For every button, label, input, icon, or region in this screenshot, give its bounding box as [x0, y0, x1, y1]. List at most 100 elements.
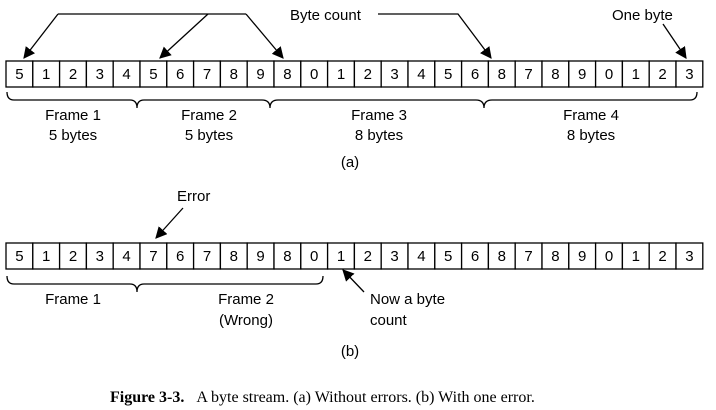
- b-byte-cell: [353, 242, 382, 270]
- a-byte-cell: [219, 60, 248, 88]
- a-byte-cell: [58, 60, 88, 88]
- b-byte-value: 8: [498, 248, 506, 265]
- frame1-name-b: Frame 1: [45, 291, 101, 308]
- a-byte-cell: [594, 60, 624, 88]
- caption-figure-number: Figure 3-3.: [110, 389, 184, 406]
- b-byte-cell: [594, 242, 624, 270]
- b-byte-value: 0: [310, 248, 318, 265]
- b-byte-cell: [112, 242, 141, 270]
- b-byte-value: 8: [551, 248, 559, 265]
- b-byte-cell: [300, 242, 329, 270]
- arrow-count-5-to-frame2: [23, 13, 59, 59]
- a-byte-cell: [326, 60, 356, 88]
- now-byte-count-label-line2: count: [370, 312, 408, 329]
- figure-caption: Figure 3-3. A byte stream. (a) Without e…: [110, 389, 535, 406]
- a-byte-value: 8: [283, 66, 291, 83]
- a-byte-value: 4: [417, 66, 425, 83]
- a-byte-value: 8: [498, 66, 506, 83]
- a-byte-value: 8: [551, 66, 559, 83]
- error-label: Error: [177, 188, 210, 205]
- b-byte-value: 9: [578, 248, 586, 265]
- frame2-bracket-b: [144, 275, 324, 285]
- a-byte-cell: [300, 60, 329, 88]
- b-byte-value: 3: [685, 248, 693, 265]
- b-byte-value: 0: [605, 248, 613, 265]
- a-byte-cell: [353, 60, 382, 88]
- now-byte-count-pointer: [342, 269, 365, 293]
- b-byte-value: 4: [417, 248, 425, 265]
- a-byte-value: 1: [632, 66, 640, 83]
- b-byte-cell: [326, 242, 356, 270]
- frame4-size-a: 8 bytes: [567, 127, 615, 144]
- b-byte-cell: [5, 242, 34, 270]
- b-byte-cell: [434, 242, 463, 270]
- a-byte-value: 4: [122, 66, 130, 83]
- b-byte-value: 3: [96, 248, 104, 265]
- b-byte-value: 6: [471, 248, 479, 265]
- b-byte-value: 4: [122, 248, 130, 265]
- a-byte-value: 6: [176, 66, 184, 83]
- a-byte-value: 5: [15, 66, 23, 83]
- b-byte-value: 9: [256, 248, 264, 265]
- a-byte-cell: [112, 60, 141, 88]
- b-byte-cell: [675, 242, 704, 270]
- frame3-size-a: 8 bytes: [355, 127, 403, 144]
- b-byte-cell: [219, 242, 248, 270]
- now-byte-count-label-line1: Now a byte: [370, 291, 445, 308]
- byte-count-pointer: [378, 13, 492, 59]
- b-byte-value: 7: [203, 248, 211, 265]
- a-byte-cell: [32, 60, 61, 88]
- byte-count-label: Byte count: [290, 7, 362, 24]
- a-byte-cell: [5, 60, 34, 88]
- frame-brackets-a: [6, 91, 698, 109]
- one-byte-label: One byte: [612, 7, 673, 24]
- b-byte-value: 6: [176, 248, 184, 265]
- b-byte-value: 2: [69, 248, 77, 265]
- a-byte-value: 9: [578, 66, 586, 83]
- a-byte-cell: [675, 60, 704, 88]
- a-byte-cell: [487, 60, 516, 88]
- b-byte-value: 3: [390, 248, 398, 265]
- a-byte-cell: [434, 60, 463, 88]
- frame3-name-a: Frame 3: [351, 107, 407, 124]
- b-byte-value: 8: [230, 248, 238, 265]
- frame2-wrong-b: (Wrong): [219, 312, 273, 329]
- a-byte-value: 6: [471, 66, 479, 83]
- a-byte-value: 5: [444, 66, 452, 83]
- b-byte-cell: [166, 242, 195, 270]
- caption-text: A byte stream. (a) Without errors. (b) W…: [196, 389, 534, 406]
- b-byte-cell: [514, 242, 543, 270]
- a-byte-value: 7: [203, 66, 211, 83]
- b-byte-value: 1: [337, 248, 345, 265]
- a-byte-value: 3: [685, 66, 693, 83]
- a-byte-value: 1: [42, 66, 50, 83]
- count-pointer-arrows: [23, 13, 687, 59]
- a-byte-cell: [648, 60, 677, 88]
- frame1-name-a: Frame 1: [45, 107, 101, 124]
- frame1-size-a: 5 bytes: [49, 127, 97, 144]
- frame-brackets-b: [6, 275, 324, 293]
- b-byte-cell: [621, 242, 650, 270]
- a-byte-value: 2: [658, 66, 666, 83]
- a-byte-value: 0: [310, 66, 318, 83]
- b-byte-value: 7: [149, 248, 157, 265]
- b-byte-value: 7: [524, 248, 532, 265]
- b-byte-value: 5: [444, 248, 452, 265]
- b-byte-value: 1: [632, 248, 640, 265]
- a-byte-value: 1: [337, 66, 345, 83]
- a-byte-value: 3: [96, 66, 104, 83]
- b-byte-cell: [273, 242, 302, 270]
- a-byte-value: 7: [524, 66, 532, 83]
- frame1-bracket-b: [6, 275, 145, 293]
- b-byte-value: 8: [283, 248, 291, 265]
- a-byte-value: 3: [390, 66, 398, 83]
- arrow-frame2-to-frame3: [159, 13, 209, 59]
- arrow-to-frame3-start: [245, 13, 284, 59]
- frame2-name-b: Frame 2: [218, 291, 274, 308]
- frame2-size-a: 5 bytes: [185, 127, 233, 144]
- part-a-label: (a): [341, 154, 359, 171]
- b-byte-cell: [541, 242, 570, 270]
